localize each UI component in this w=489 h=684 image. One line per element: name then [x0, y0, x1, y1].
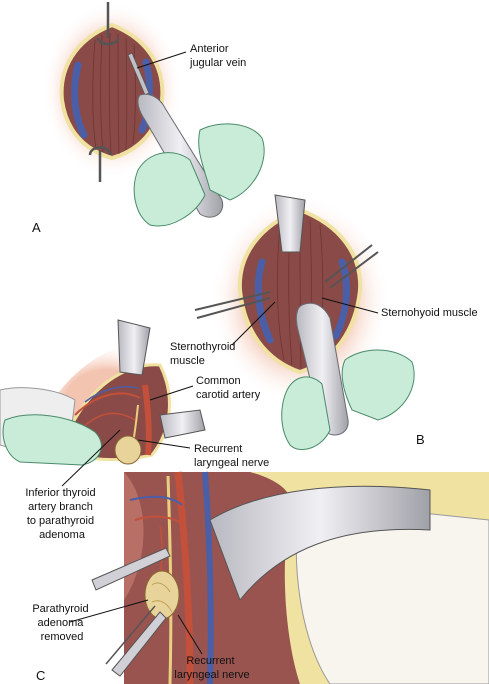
label-inferior-thyroid-artery-branch: Inferior thyroid artery branch to parath…: [25, 487, 98, 541]
glove-left: [281, 376, 331, 450]
common-carotid-artery-shape: [142, 384, 152, 456]
anterior-jugular-vein-left: [71, 61, 88, 139]
clamp-upper: [91, 547, 171, 591]
panel-label-a: A: [32, 220, 41, 235]
hemostat-left: [194, 291, 271, 319]
leader-sternothyroid-muscle: [231, 301, 276, 346]
panel-b-drawing: Sternohyoid muscle Sternothyroid muscle …: [170, 194, 478, 450]
jugular-vein-shape: [202, 471, 214, 684]
label-anterior-jugular-vein: Anterior jugular vein: [189, 43, 246, 69]
panel-label-b: B: [416, 432, 425, 447]
label-sternohyoid-muscle: Sternohyoid muscle: [381, 307, 478, 319]
panel-c-upper-drawing: Common carotid artery Recurrent laryngea…: [0, 319, 269, 541]
leader-inferior-thyroid-artery: [61, 429, 121, 487]
retractor-side: [159, 409, 206, 439]
label-parathyroid-adenoma-removed: Parathyroid adenoma removed: [32, 603, 91, 643]
panel-label-c: C: [36, 668, 45, 683]
retractor-top: [117, 319, 151, 376]
retractor-top: [274, 194, 306, 253]
leader-sternohyoid-muscle: [321, 297, 379, 314]
leader-recurrent-laryngeal-nerve-top: [137, 439, 191, 449]
artery-branch: [79, 412, 136, 431]
panel-c-lower-drawing: Parathyroid adenoma removed Recurrent la…: [32, 471, 489, 684]
retractor-bottom: [88, 146, 112, 182]
vein-branch: [84, 386, 139, 403]
strap-muscle-fibers: [92, 32, 136, 156]
vein-right: [332, 258, 350, 340]
retractor-blade: [209, 485, 431, 601]
recurrent-laryngeal-nerve-shape: [166, 475, 173, 684]
clamp-lower: [105, 605, 167, 677]
leader-common-carotid-artery: [149, 385, 194, 401]
parathyroid-adenoma-shape: [114, 435, 142, 465]
label-recurrent-laryngeal-nerve-top: Recurrent laryngeal nerve: [194, 443, 269, 469]
label-recurrent-laryngeal-nerve-bottom: Recurrent laryngeal nerve: [174, 655, 249, 681]
artery-branch: [74, 392, 141, 416]
carotid-artery-shape: [174, 471, 194, 684]
glove-right: [198, 123, 265, 201]
hemostat-right: [324, 244, 379, 289]
glove-right: [341, 349, 415, 421]
leader-parathyroid-adenoma-removed: [69, 599, 149, 623]
label-common-carotid-artery: Common carotid artery: [196, 375, 261, 401]
leader-recurrent-laryngeal-nerve-bottom: [177, 614, 203, 655]
inferior-thyroid-artery-branch-shape: [134, 515, 181, 523]
glove: [2, 414, 102, 466]
leader-anterior-jugular-vein: [136, 51, 187, 69]
electrocautery-handle: [295, 302, 349, 436]
panel-a-drawing: Anterior jugular vein A: [32, 2, 265, 235]
forceps: [127, 52, 150, 96]
vein-branch: [129, 495, 183, 506]
glove-left: [133, 152, 206, 227]
label-sternothyroid-muscle: Sternothyroid muscle: [170, 341, 239, 367]
retractor-top: [96, 2, 120, 46]
incision-opening: [59, 22, 165, 161]
